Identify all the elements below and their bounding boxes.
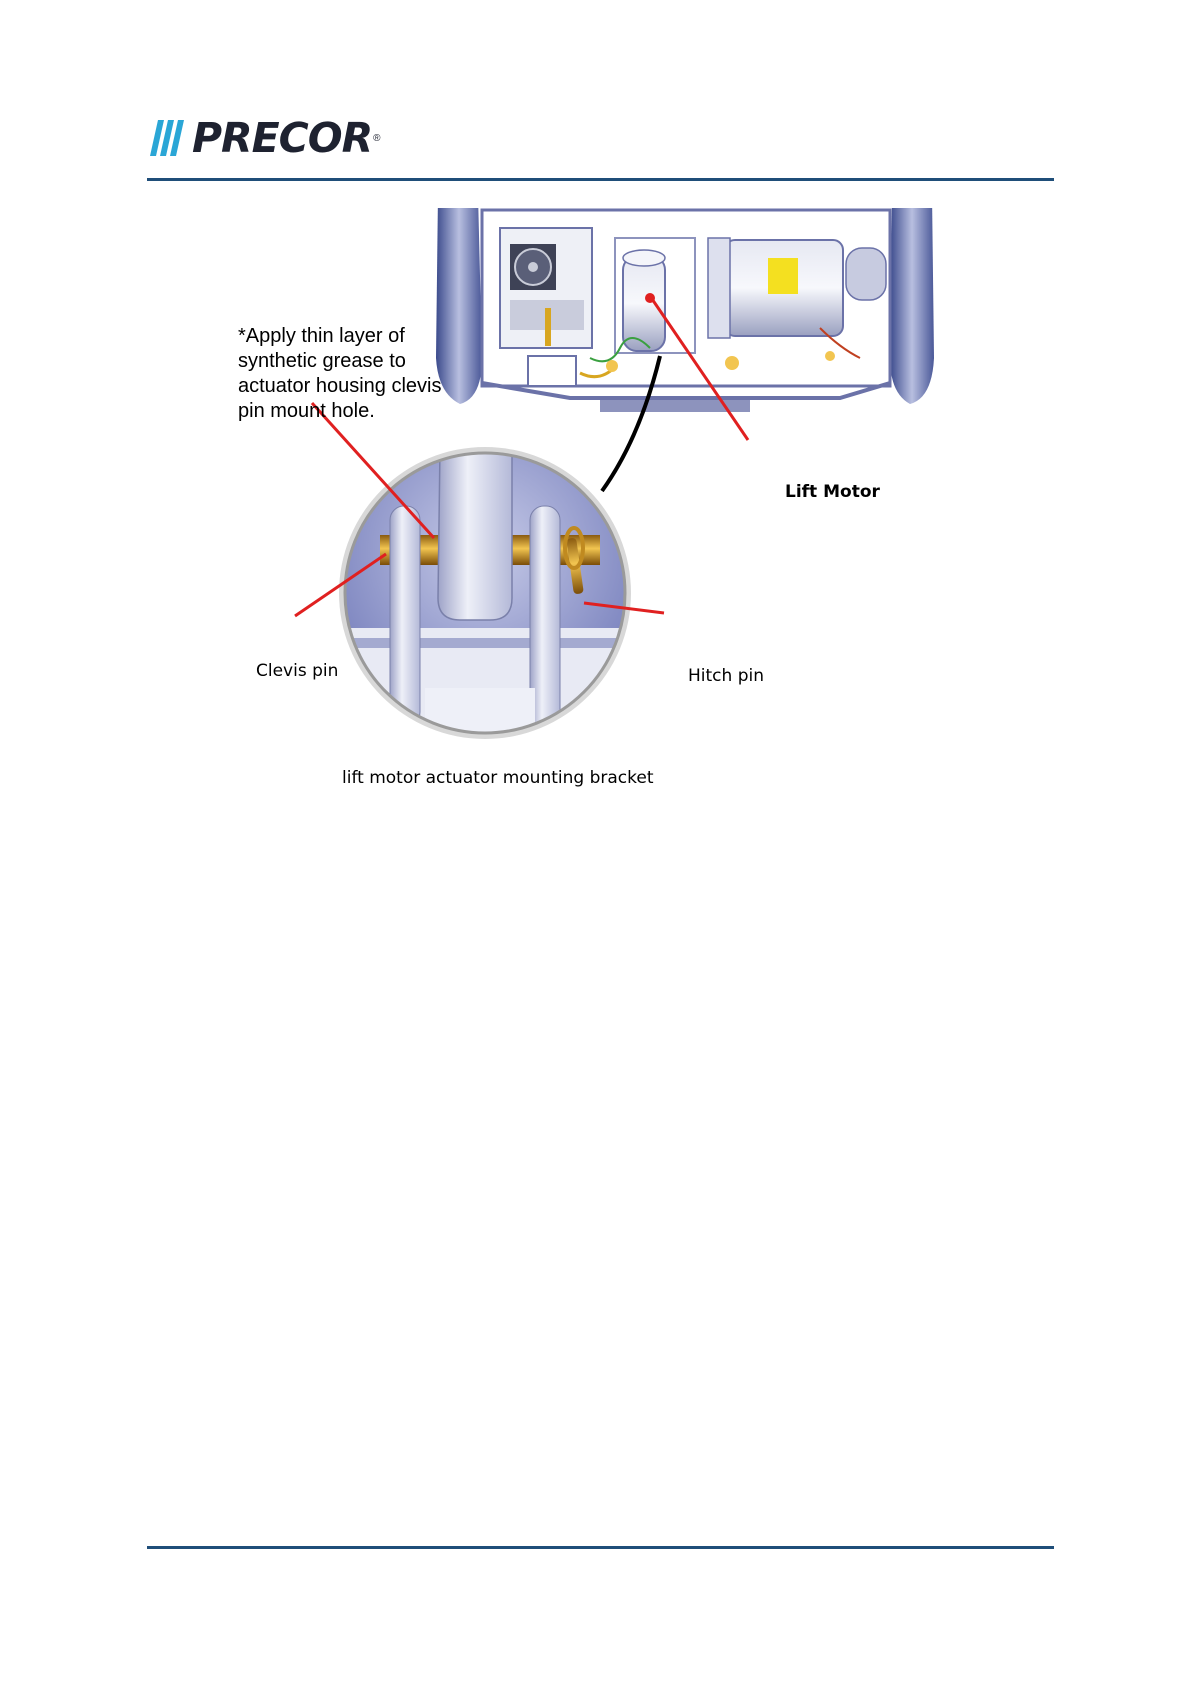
- brand-name: PRECOR: [192, 118, 372, 159]
- precor-logo: PRECOR ®: [148, 114, 381, 162]
- lift-motor-illustration: [220, 208, 1010, 808]
- hitch-pin-label: Hitch pin: [688, 666, 764, 686]
- registered-mark: ®: [373, 133, 380, 144]
- machine-overview: [436, 208, 934, 426]
- lift-motor-figure: *Apply thin layer of synthetic grease to…: [220, 208, 1010, 808]
- zoom-inset: [339, 447, 640, 748]
- footer-rule: [147, 1546, 1054, 1549]
- clevis-pin-label: Clevis pin: [256, 661, 338, 681]
- lift-motor-label: Lift Motor: [785, 482, 880, 502]
- grease-note-callout: *Apply thin layer of synthetic grease to…: [238, 324, 468, 424]
- logo-stripes-icon: [148, 118, 188, 158]
- header-rule: [147, 178, 1054, 181]
- bracket-label: lift motor actuator mounting bracket: [342, 768, 653, 788]
- lift-motor-marker: [645, 293, 655, 303]
